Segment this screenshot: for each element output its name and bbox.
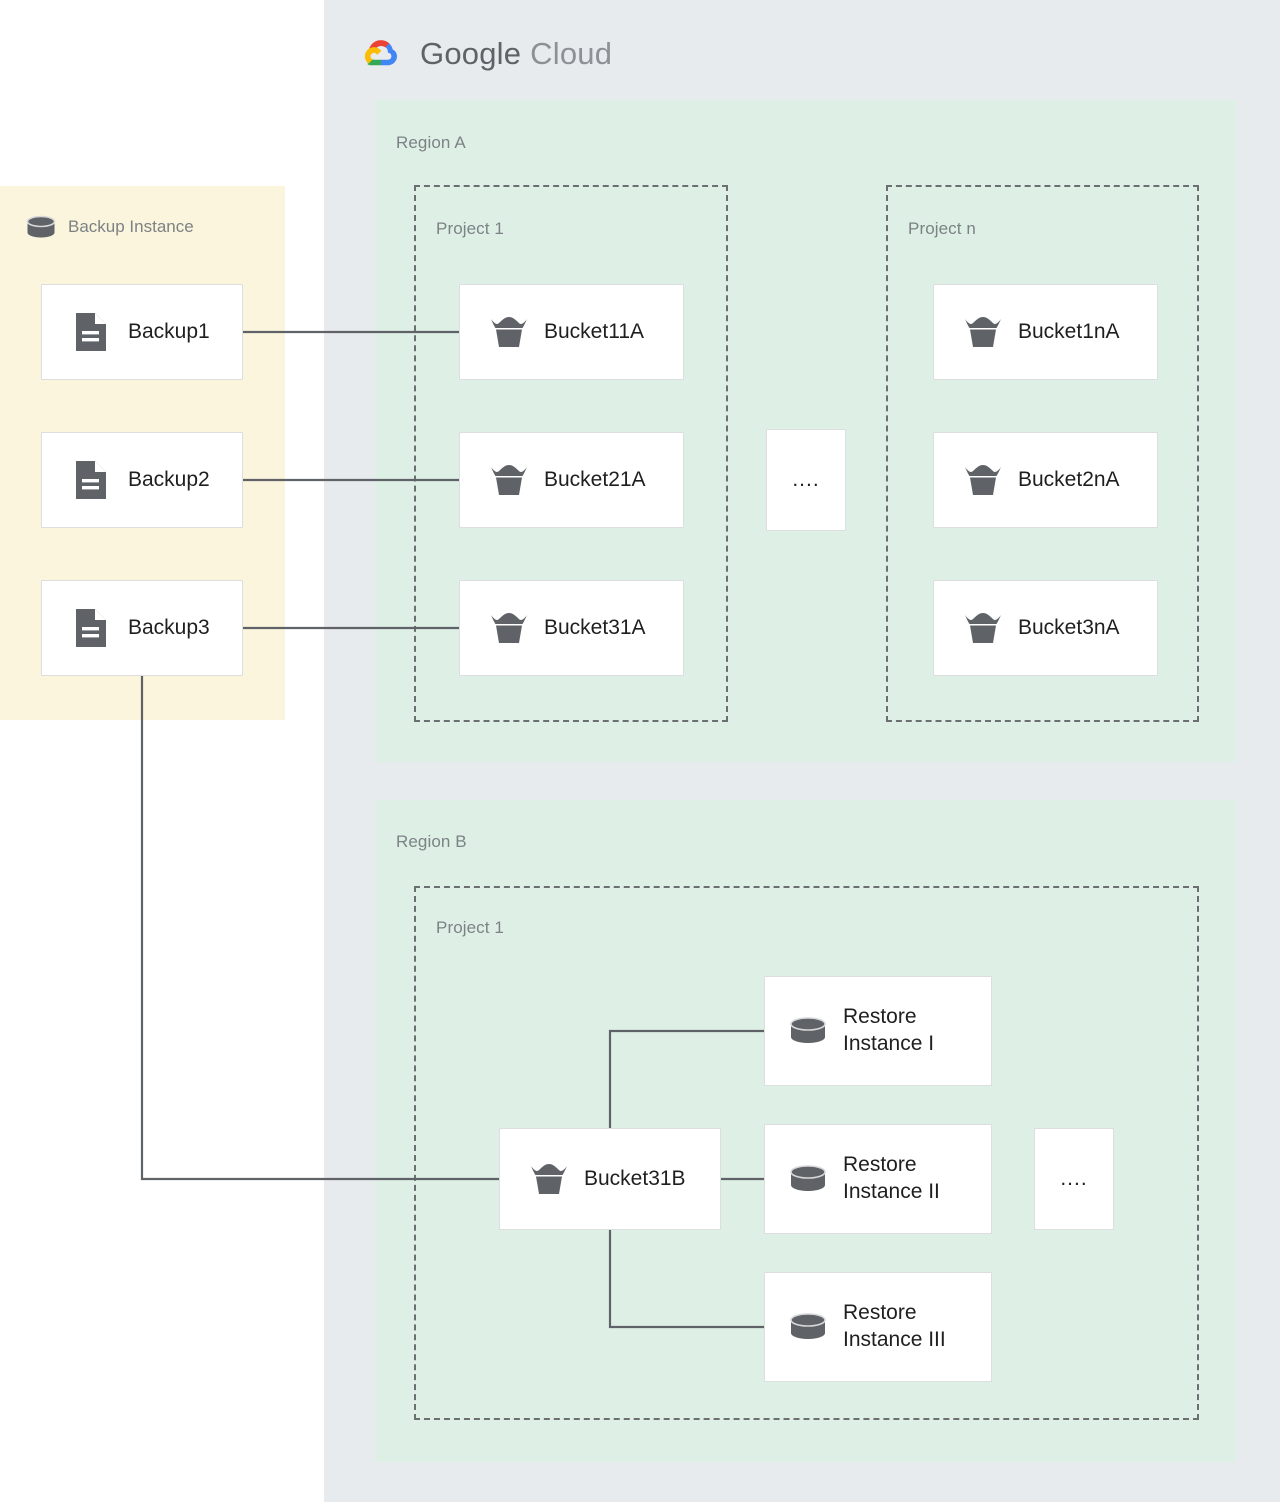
bucket-node-bucket1na[interactable]: Bucket1nA — [933, 284, 1158, 380]
restore-instance-label: Restore Instance I — [843, 1005, 935, 1055]
bucket-node-label: Bucket11A — [544, 319, 645, 343]
bucket-node-bucket11a[interactable]: Bucket11A — [459, 284, 684, 380]
backup-node-backup2[interactable]: Backup2 — [41, 432, 243, 528]
ellipsis-box-region-b: .... — [1034, 1128, 1114, 1230]
backup-node-backup3[interactable]: Backup3 — [41, 580, 243, 676]
restore-instance-node-i[interactable]: Restore Instance I — [764, 976, 992, 1086]
bucket-node-label: Bucket31B — [584, 1166, 686, 1190]
storage-bucket-icon — [490, 463, 528, 497]
brand-name-cloud: Cloud — [530, 36, 613, 71]
bucket-node-label: Bucket1nA — [1018, 319, 1120, 343]
database-cylinder-icon — [26, 215, 56, 239]
ellipsis-box-region-a: .... — [766, 429, 846, 531]
region-a-label: Region A — [396, 133, 466, 152]
storage-bucket-icon — [490, 315, 528, 349]
backup-instance-label: Backup Instance — [68, 217, 194, 236]
backup-node-label: Backup1 — [128, 319, 210, 343]
database-cylinder-icon — [789, 1164, 827, 1194]
google-cloud-logo-icon — [356, 30, 404, 78]
bucket-node-label: Bucket3nA — [1018, 615, 1120, 639]
bucket-node-label: Bucket31A — [544, 615, 646, 639]
project-box-region-a-project-1 — [414, 185, 728, 722]
restore-instance-label: Restore Instance III — [843, 1301, 946, 1351]
storage-bucket-icon — [530, 1162, 568, 1196]
bucket-node-bucket31b[interactable]: Bucket31B — [499, 1128, 721, 1230]
storage-bucket-icon — [490, 611, 528, 645]
bucket-node-label: Bucket2nA — [1018, 467, 1120, 491]
restore-instance-node-iii[interactable]: Restore Instance III — [764, 1272, 992, 1382]
backup-node-backup1[interactable]: Backup1 — [41, 284, 243, 380]
database-cylinder-icon — [789, 1016, 827, 1046]
bucket-node-bucket31a[interactable]: Bucket31A — [459, 580, 684, 676]
storage-bucket-icon — [964, 611, 1002, 645]
backup-instance-header: Backup Instance — [26, 215, 194, 239]
document-icon — [74, 312, 108, 352]
database-cylinder-icon — [789, 1312, 827, 1342]
bucket-node-bucket2na[interactable]: Bucket2nA — [933, 432, 1158, 528]
document-icon — [74, 608, 108, 648]
project-label-region-a-project-n: Project n — [908, 219, 976, 238]
region-b-label: Region B — [396, 832, 467, 851]
brand-name-google: Google — [420, 36, 522, 71]
restore-instance-node-ii[interactable]: Restore Instance II — [764, 1124, 992, 1234]
project-label-region-a-project-1: Project 1 — [436, 219, 504, 238]
project-box-region-a-project-n — [886, 185, 1199, 722]
restore-instance-label: Restore Instance II — [843, 1153, 940, 1203]
bucket-node-bucket21a[interactable]: Bucket21A — [459, 432, 684, 528]
bucket-node-label: Bucket21A — [544, 467, 646, 491]
backup-node-label: Backup3 — [128, 615, 210, 639]
document-icon — [74, 460, 108, 500]
storage-bucket-icon — [964, 463, 1002, 497]
project-label-region-b-project-1: Project 1 — [436, 918, 504, 937]
bucket-node-bucket3na[interactable]: Bucket3nA — [933, 580, 1158, 676]
storage-bucket-icon — [964, 315, 1002, 349]
backup-node-label: Backup2 — [128, 467, 210, 491]
